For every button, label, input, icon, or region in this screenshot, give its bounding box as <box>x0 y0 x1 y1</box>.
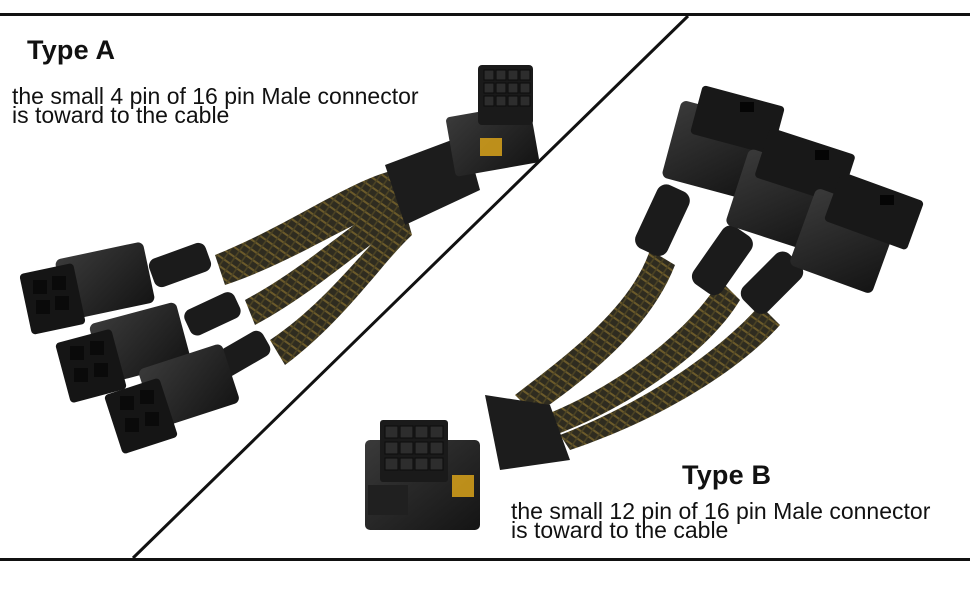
type-b-sleeve-3 <box>560 305 780 450</box>
type-b-8pin-connector-3 <box>790 172 924 293</box>
type-a-8pin-connector-3 <box>104 344 239 454</box>
type-b-heatshrink-1 <box>635 184 690 257</box>
type-b-description-line-1: the small 12 pin of 16 pin Male connecto… <box>511 498 931 524</box>
type-b-cable <box>365 85 924 530</box>
type-b-heatshrink-main <box>485 395 570 470</box>
type-a-16pin-connector <box>446 65 539 177</box>
type-a-8pin-connector-1 <box>19 242 155 335</box>
type-a-heatshrink-2 <box>184 292 241 336</box>
type-b-title: Type B <box>682 460 772 490</box>
panel-divider <box>131 14 690 560</box>
type-a-description: the small 4 pin of 16 pin Male connector… <box>12 83 419 128</box>
type-a-heatshrink-1 <box>148 242 212 288</box>
type-b-sleeve-1 <box>515 250 675 415</box>
type-b-description-line-2: is toward to the cable <box>511 517 729 543</box>
type-a-sleeve-1 <box>215 170 405 285</box>
type-b-description: the small 12 pin of 16 pin Male connecto… <box>511 498 931 543</box>
type-b-heatshrink-3 <box>740 251 804 314</box>
type-a-sleeve-3 <box>270 210 412 365</box>
type-b-heatshrink-2 <box>691 225 753 296</box>
bottom-border <box>0 558 970 561</box>
type-a-description-line-2: is toward to the cable <box>12 102 230 128</box>
top-border <box>0 13 970 16</box>
type-a-sleeve-2 <box>245 195 408 325</box>
type-a-description-line-1: the small 4 pin of 16 pin Male connector <box>12 83 419 109</box>
type-a-title: Type A <box>27 35 116 65</box>
type-b-16pin-connector <box>365 420 480 530</box>
type-b-sleeve-2 <box>545 280 740 435</box>
type-a-cable <box>19 65 539 454</box>
